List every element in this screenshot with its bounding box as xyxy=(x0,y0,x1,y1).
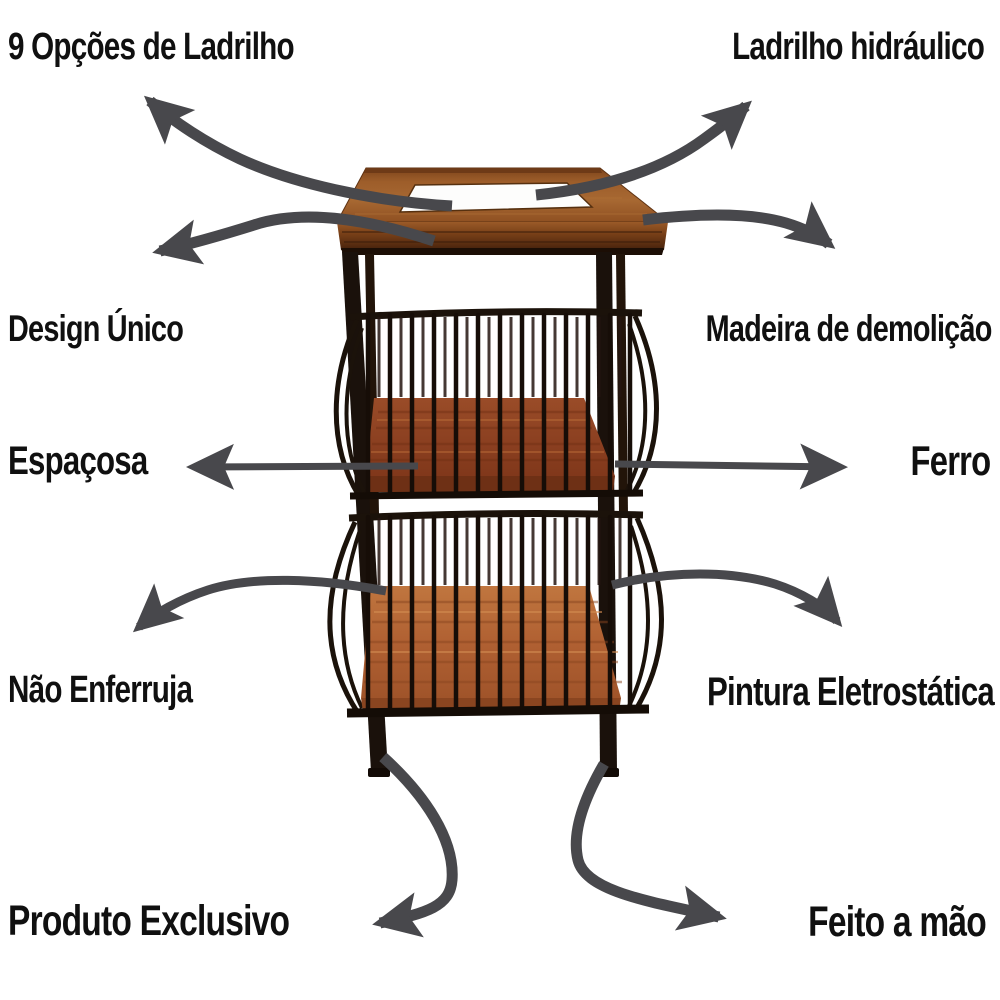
arrow-to-unique-design xyxy=(152,211,436,265)
arrow-to-electrostatic-paint xyxy=(610,569,843,628)
feature-label-iron: Ferro xyxy=(910,437,991,484)
annotation-arrows xyxy=(132,95,848,938)
arrow-to-hydraulic-tile xyxy=(535,100,752,201)
feature-label-no-rust: Não Enferruja xyxy=(8,669,193,711)
feature-label-exclusive-product: Produto Exclusivo xyxy=(8,897,290,945)
arrow-to-iron xyxy=(614,443,848,490)
feature-label-unique-design: Design Único xyxy=(8,308,184,349)
arrow-to-spacious xyxy=(186,443,419,490)
upper-basket xyxy=(333,308,659,500)
upper-wood-shelf xyxy=(366,398,615,476)
feature-label-handmade: Feito a mão xyxy=(808,898,987,946)
arrow-to-demolition-wood xyxy=(642,201,836,249)
feature-label-spacious: Espaçosa xyxy=(8,439,148,483)
arrow-to-handmade xyxy=(570,761,727,931)
lower-basket xyxy=(327,510,664,718)
feature-label-tile-options: 9 Opções de Ladrilho xyxy=(8,26,295,68)
feature-label-electrostatic-paint: Pintura Eletrostática xyxy=(706,670,995,714)
arrow-to-tile-options xyxy=(143,95,453,212)
feature-label-demolition-wood: Madeira de demolição xyxy=(706,308,993,349)
arrow-to-exclusive-product xyxy=(372,752,458,938)
arrow-to-no-rust xyxy=(132,575,387,633)
feature-label-hydraulic-tile: Ladrilho hidráulico xyxy=(732,26,985,68)
shelf-stand xyxy=(327,167,670,777)
